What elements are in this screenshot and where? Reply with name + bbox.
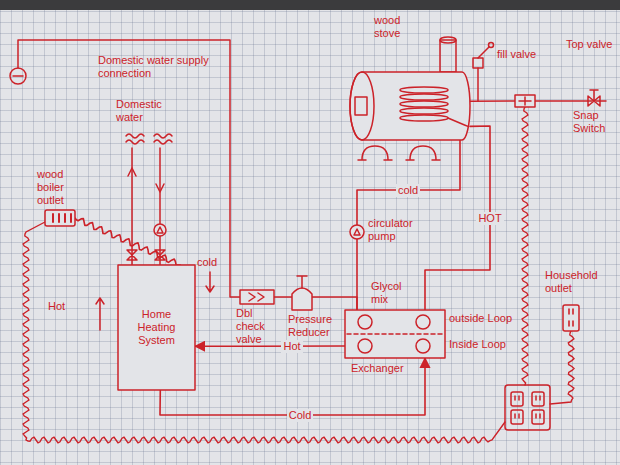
heating-tank: Home Heating System <box>118 265 195 390</box>
pipe-connector <box>356 239 358 310</box>
note-holder: cold <box>197 256 227 269</box>
household-outlet-outline <box>563 305 579 331</box>
node-text-box: Home Heating System <box>118 265 195 390</box>
circulator-pump: circulator pump <box>350 225 364 239</box>
pipe-connector <box>274 296 292 298</box>
wood-stove-outline <box>350 72 470 140</box>
part-label: Inside Loop <box>449 338 519 351</box>
note-holder: Hot <box>48 300 78 313</box>
photo-edge <box>0 0 620 10</box>
note-holder: Top valve <box>566 38 614 51</box>
note-label: Domestic water <box>116 98 188 124</box>
part-label: Pressure Reducer <box>288 313 336 339</box>
pipe-connector <box>470 100 515 102</box>
note-label: cold <box>197 256 227 269</box>
pipe-connector <box>312 297 357 310</box>
part-label: Exchanger <box>351 362 421 375</box>
note-label: Top valve <box>566 38 614 51</box>
note-holder: Domestic water supply connection <box>98 54 218 80</box>
wood-stove: wood stove <box>350 72 470 140</box>
note-holder: fill valve <box>497 48 545 61</box>
circulator-pump-outline <box>350 225 364 239</box>
label-holder: Household outlet <box>545 269 601 295</box>
node-label: Home Heating System <box>122 308 191 347</box>
pipe-connector <box>195 345 345 347</box>
part-label: wood stove <box>374 14 424 40</box>
label-holder: Glycol mix <box>371 280 411 306</box>
pressure-reducer-outline <box>292 284 312 310</box>
flow-label: cold <box>396 184 420 197</box>
label-holder: Inside Loop <box>449 338 519 351</box>
pipe-connector <box>160 358 425 415</box>
note-label: Hot <box>48 300 78 313</box>
label-holder: wood boiler outlet <box>37 168 83 207</box>
part-label: Household outlet <box>545 269 601 295</box>
wire-connector <box>75 218 180 265</box>
check-valve-outline <box>240 290 274 304</box>
label-holder: Pressure Reducer <box>288 313 336 339</box>
label-holder: Exchanger <box>351 362 421 375</box>
household-outlet: Household outlet <box>563 305 579 331</box>
label-holder: Dbl check valve <box>236 307 282 346</box>
part-label: Glycol mix <box>371 280 411 306</box>
note-label: Domestic water supply connection <box>98 54 218 80</box>
pipe-connector <box>357 140 460 225</box>
power-cord <box>23 222 505 443</box>
part-label: Snap Switch <box>573 109 615 135</box>
part-label: wood boiler outlet <box>37 168 83 207</box>
outlet-cord <box>550 331 574 404</box>
check-valve: Dbl check valve <box>240 290 274 304</box>
note-label: fill valve <box>497 48 545 61</box>
boiler-outlet: wood boiler outlet <box>45 210 75 226</box>
boiler-outlet-outline <box>45 210 75 226</box>
part-label: circulator pump <box>368 217 412 243</box>
heat-exchanger: Glycol mixoutside LoopInside LoopExchang… <box>345 310 445 358</box>
label-holder: circulator pump <box>368 217 412 243</box>
snap-switch: Snap Switch <box>515 95 535 107</box>
snap-switch-outline <box>515 95 535 107</box>
flow-label: Cold <box>287 409 314 422</box>
heat-exchanger-outline <box>345 310 445 358</box>
switch-cord <box>522 107 528 385</box>
part-label: outside Loop <box>449 312 519 325</box>
note-holder: Domestic water <box>116 98 188 124</box>
label-holder: Snap Switch <box>573 109 615 135</box>
flow-label: Hot <box>281 340 302 353</box>
label-holder: wood stove <box>374 14 424 40</box>
flow-label: HOT <box>476 212 503 225</box>
label-holder: outside Loop <box>449 312 519 325</box>
pressure-reducer: Pressure Reducer <box>292 284 312 310</box>
part-label: Dbl check valve <box>236 307 282 346</box>
